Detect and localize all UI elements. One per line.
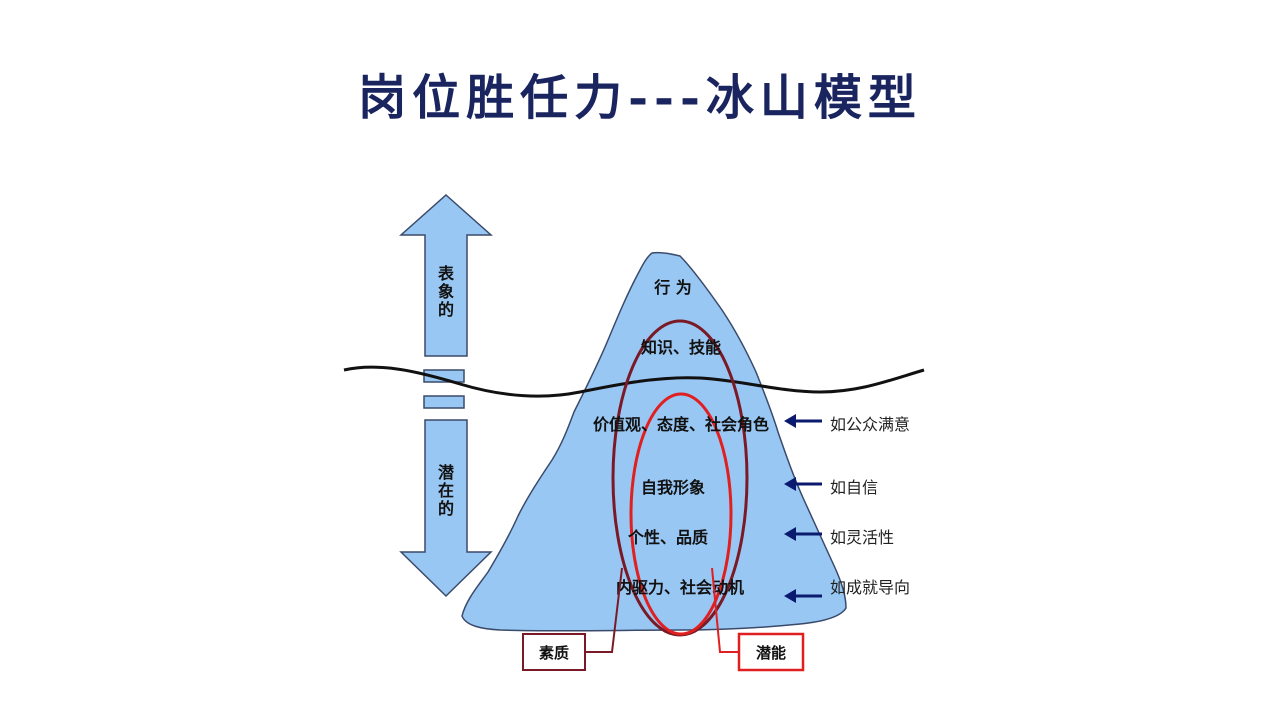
qianneng-connector (711, 567, 739, 653)
layer-values-label: 价值观、态度、社会角色 (593, 415, 769, 434)
example-personality-text: 如灵活性 (830, 528, 894, 547)
waterline-bar-top (423, 369, 465, 383)
page-title: 岗位胜任力---冰山模型 (358, 70, 922, 126)
example-motive-text: 如成就导向 (830, 578, 910, 597)
layer-personality-label: 个性、品质 (627, 528, 708, 547)
qianneng-box-label: 潜能 (756, 644, 786, 662)
layer-motive-label: 内驱力、社会动机 (616, 578, 744, 597)
example-self-image-text: 如自信 (830, 478, 878, 497)
surface-arrow-label-1: 表 (437, 264, 455, 283)
example-arrow-values (784, 414, 822, 428)
example-values-text: 如公众满意 (830, 415, 910, 434)
water-line (343, 365, 925, 398)
layer-knowledge-label: 知识、技能 (641, 338, 721, 357)
suzhi-connector (585, 567, 623, 653)
latent-arrow-label-3: 的 (438, 499, 454, 518)
qianneng-ellipse (629, 392, 733, 636)
surface-arrow-label-3: 的 (438, 300, 454, 319)
waterline-bar-bottom (423, 395, 465, 409)
example-arrow-motive (784, 589, 822, 603)
latent-arrow-label-2: 在 (438, 481, 454, 500)
iceberg-shape (461, 252, 847, 632)
layer-self-image-label: 自我形象 (641, 478, 705, 497)
latent-arrow (399, 419, 493, 598)
surface-arrow-label-2: 象 (438, 282, 454, 301)
suzhi-box-label: 素质 (539, 644, 569, 662)
qianneng-box (737, 632, 805, 672)
example-arrow-personality (784, 527, 822, 541)
suzhi-box (522, 633, 586, 671)
layer-behavior-label: 行 为 (653, 278, 692, 297)
latent-arrow-label-1: 潜 (438, 463, 455, 482)
example-arrow-self-image (784, 477, 822, 491)
surface-arrow (399, 193, 493, 357)
